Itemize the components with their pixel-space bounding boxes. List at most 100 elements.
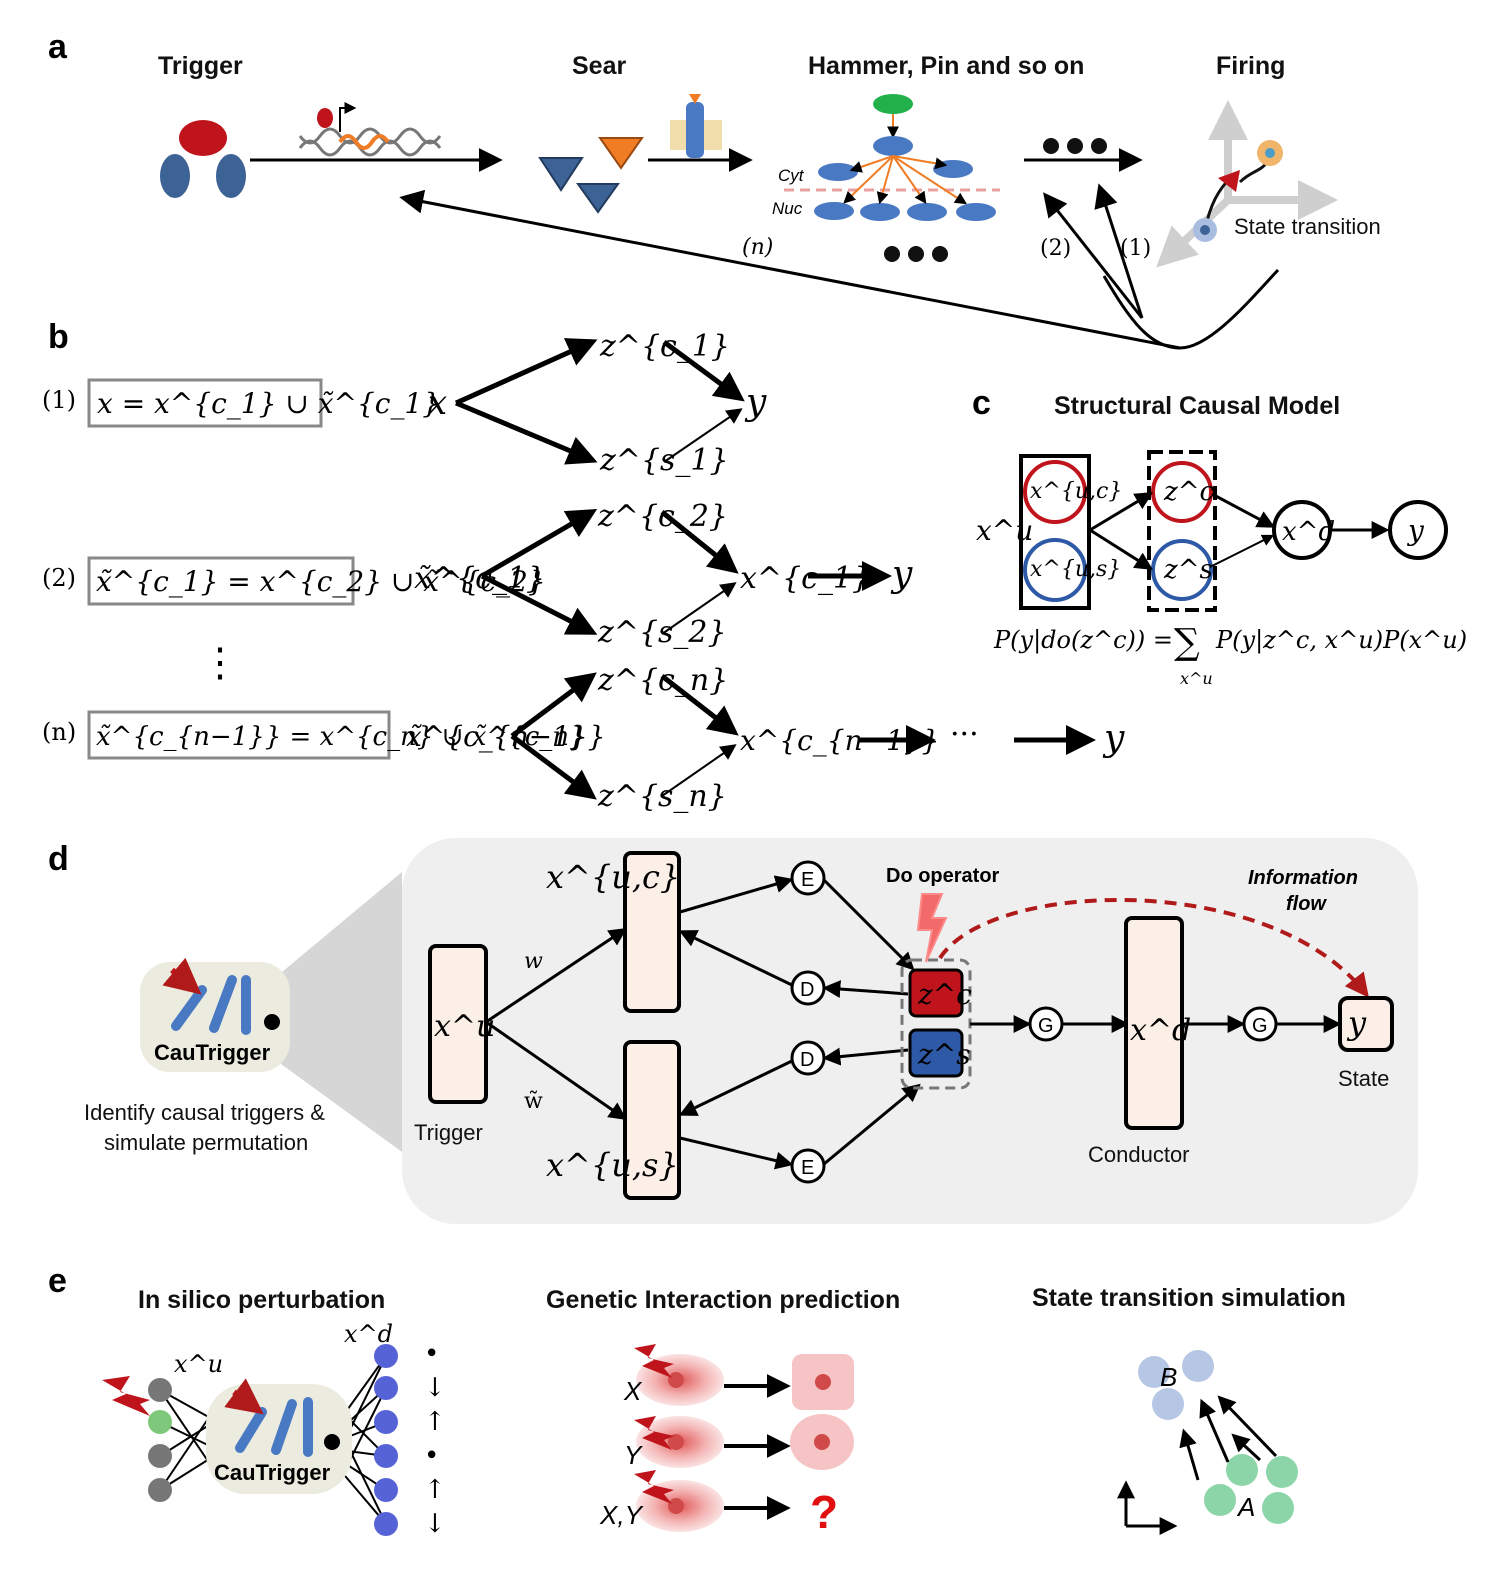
zs-label: z^s (917, 1038, 971, 1071)
scm-zs: z^s (1163, 555, 1213, 585)
information-flow-arrow (938, 897, 1369, 998)
caption-line-1: Identify causal triggers & (84, 1100, 325, 1125)
block-xus: x^{u,s} (546, 1146, 679, 1184)
row-n-equation: x̃^{c_{n−1}} = x^{c_n} ∪ x̃^{c_n} (96, 722, 586, 752)
lightning-icon (916, 893, 948, 963)
cyt-label: Cyt (778, 166, 805, 185)
scm-formula-lhs: P(y|do(z^c)) = (993, 626, 1173, 655)
row-1-zs: z^{s_1} (599, 443, 729, 478)
row-n-zc: z^{c_n} (597, 663, 728, 698)
row-2-zs: z^{s_2} (597, 615, 727, 650)
gi-label-y: Y (624, 1440, 643, 1470)
in-silico-network (102, 1344, 398, 1536)
e-xd: x^d (344, 1320, 393, 1348)
row-2-equation: x̃^{c_1} = x^{c_2} ∪ x̃^{c_2} (96, 565, 546, 598)
gi-question: ? (810, 1486, 838, 1538)
svg-text:•: • (424, 1339, 439, 1369)
sear-heading: Sear (572, 52, 626, 80)
svg-text:↑: ↑ (424, 1407, 446, 1437)
row-1-equation: x = x^{c_1} ∪ x̃^{c_1} (97, 387, 440, 420)
caption-line-2: simulate permutation (104, 1130, 308, 1155)
trend-arrows: • ↓ ↑ • ↑ ↓ (424, 1339, 446, 1539)
row-1-output: y (744, 382, 767, 423)
block-xu: x^u (434, 1009, 495, 1044)
zs-box[interactable] (908, 1028, 964, 1078)
scm-xus: x^{u,s} (1030, 557, 1121, 582)
scm-y: y (1406, 514, 1425, 547)
trigger-label: Trigger (414, 1120, 483, 1145)
block-xuc: x^{u,c} (546, 858, 680, 896)
scm-xd: x^d (1282, 517, 1335, 547)
row-2-input: x̃^{c_1} (414, 561, 545, 596)
decoder-d-top: D (800, 979, 814, 1001)
zc-box[interactable] (908, 968, 964, 1018)
row-2-zc: z^{c_2} (597, 499, 728, 534)
panel-e-label: e (48, 1262, 67, 1300)
zoom-wedge (270, 872, 402, 1152)
row-n-final: y (1102, 718, 1125, 759)
row-n-index: (n) (42, 718, 76, 746)
scm-zc: z^c (1163, 477, 1214, 507)
weight-w-tilde: w̃ (524, 1089, 543, 1114)
sum-sign: ∑ (1174, 622, 1200, 663)
svg-text:↑: ↑ (424, 1475, 446, 1505)
scm-formula-rhs: P(y|z^c, x^u)P(x^u) (1215, 626, 1467, 655)
firing-heading: Firing (1216, 52, 1285, 80)
panel-b-label: b (48, 318, 69, 356)
receptor-icon (670, 94, 722, 158)
e-title-2: Genetic Interaction prediction (546, 1286, 900, 1314)
row-n-input: x̃^{c_{n−1}} (406, 720, 606, 753)
feedback-curve (1102, 268, 1280, 350)
state-label: State (1338, 1066, 1389, 1091)
zc-label: z^c (917, 978, 972, 1011)
state-block (1338, 996, 1394, 1052)
trigger-heading: Trigger (158, 52, 243, 80)
scm-xu: x^u (976, 514, 1033, 547)
row-2-index: (2) (42, 564, 76, 592)
trigger-block (428, 944, 488, 1104)
scm-title: Structural Causal Model (1054, 392, 1340, 420)
hammer-heading: Hammer, Pin and so on (808, 52, 1084, 80)
panel-c-label: c (972, 384, 991, 422)
decoder-d-bottom: D (800, 1049, 814, 1071)
genetic-interaction (634, 1344, 854, 1532)
generator-g-2: G (1252, 1015, 1268, 1037)
scm-diagram (1019, 450, 1448, 612)
arrow-1-label: (1) (1120, 236, 1151, 261)
sear-triangles (538, 137, 644, 214)
weight-w: w (524, 949, 543, 974)
row-1: (1) x = x^{c_1} ∪ x̃^{c_1} x z^{c_1} z^{… (42, 329, 767, 478)
arrow-n-label: (n) (742, 235, 773, 260)
do-operator-label: Do operator (886, 865, 1000, 887)
state-b-label: B (1160, 1362, 1177, 1392)
vdots: ⋮ (200, 640, 240, 686)
scm-formula-sub: x^u (1180, 669, 1213, 688)
gi-label-x: X (623, 1376, 643, 1406)
block-xd: x^d (1130, 1013, 1191, 1048)
dna-helix-icon (298, 102, 442, 157)
state-transition-sim (1117, 1350, 1298, 1535)
nuc-label: Nuc (772, 199, 803, 218)
info-flow-line-1: Information (1248, 867, 1358, 889)
row-2-final: y (890, 554, 913, 595)
e-title-1: In silico perturbation (138, 1286, 385, 1314)
block-y: y (1346, 1004, 1367, 1042)
row-n-dots: ··· (950, 717, 979, 752)
cautrigger-name: CauTrigger (154, 1040, 271, 1065)
trigger-molecules (160, 120, 246, 198)
arrow-2-label: (2) (1040, 236, 1071, 261)
svg-text:↓: ↓ (424, 1373, 446, 1403)
svg-text:↓: ↓ (424, 1509, 446, 1539)
encoder-e-top: E (801, 869, 814, 891)
row-1-input: x (428, 383, 447, 423)
conductor-label: Conductor (1088, 1142, 1190, 1167)
row-n-zs: z^{s_n} (597, 779, 727, 814)
e-title-3: State transition simulation (1032, 1284, 1346, 1312)
row-2: (2) x̃^{c_1} = x^{c_2} ∪ x̃^{c_2} x̃^{c_… (42, 499, 913, 650)
encoder-e-bottom: E (801, 1157, 814, 1179)
cautrigger-logo (140, 957, 290, 1072)
panel-d-label: d (48, 840, 69, 878)
generator-g-1: G (1038, 1015, 1054, 1037)
e-xu: x^u (174, 1350, 223, 1378)
state-axes (1156, 100, 1338, 268)
